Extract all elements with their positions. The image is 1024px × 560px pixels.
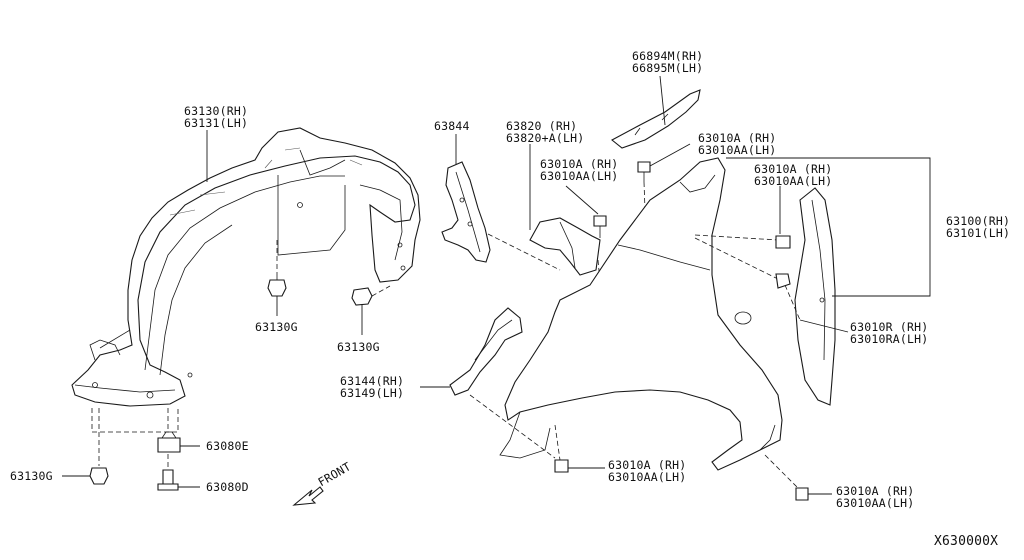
nut-63080e	[157, 408, 200, 453]
bolt-63010a-bottom-right	[795, 487, 832, 501]
bolt-63010a-top	[637, 143, 691, 211]
callout-63100: 63100(RH)63101(LH)	[946, 214, 1011, 240]
callout-63130g-middle: 63130G	[337, 340, 380, 354]
bolt-63010a-right	[775, 186, 791, 249]
front-arrow-icon	[292, 486, 324, 506]
callout-63844: 63844	[434, 119, 470, 133]
callout-63130g-upper: 63130G	[255, 320, 298, 334]
callout-63130g-lower: 63130G	[10, 469, 53, 483]
bolt-63010a-mid	[565, 185, 607, 238]
diagram-code: X630000X	[934, 534, 999, 549]
bracket-63844	[441, 134, 561, 271]
clip-right	[775, 273, 791, 289]
callout-63010a-right: 63010A (RH)63010AA(LH)	[754, 162, 833, 188]
callout-63144: 63144(RH)63149(LH)	[340, 374, 405, 400]
bolt-63080d	[157, 454, 200, 491]
callout-63010a-top: 63010A (RH)63010AA(LH)	[698, 131, 777, 157]
callout-63080d: 63080D	[206, 480, 249, 494]
callout-66894m: 66894M(RH)66895M(LH)	[632, 49, 704, 75]
fender-liner	[71, 127, 421, 407]
callout-63010a-mid: 63010A (RH)63010AA(LH)	[540, 157, 619, 183]
clip-63130g-middle	[351, 285, 391, 335]
clip-63130g-lower	[62, 408, 109, 485]
bracket-63820	[529, 144, 601, 283]
callout-63010a-bottom: 63010A (RH)63010AA(LH)	[608, 458, 687, 484]
callout-63080e: 63080E	[206, 439, 249, 453]
callout-63130: 63130(RH)63131(LH)	[184, 104, 249, 130]
clip-63130g-upper	[267, 240, 287, 316]
callout-63010a-bottom-right: 63010A (RH)63010AA(LH)	[836, 484, 915, 510]
bolt-63010a-bottom	[554, 459, 605, 473]
side-panel-63010r	[784, 187, 849, 406]
bracket-63100-line	[726, 157, 931, 297]
front-fender	[499, 157, 801, 491]
callout-63820: 63820 (RH)63820+A(LH)	[506, 119, 585, 145]
callout-63010r: 63010R (RH)63010RA(LH)	[850, 320, 929, 346]
bracket-63144	[420, 307, 556, 459]
seal-66894m	[611, 75, 701, 149]
